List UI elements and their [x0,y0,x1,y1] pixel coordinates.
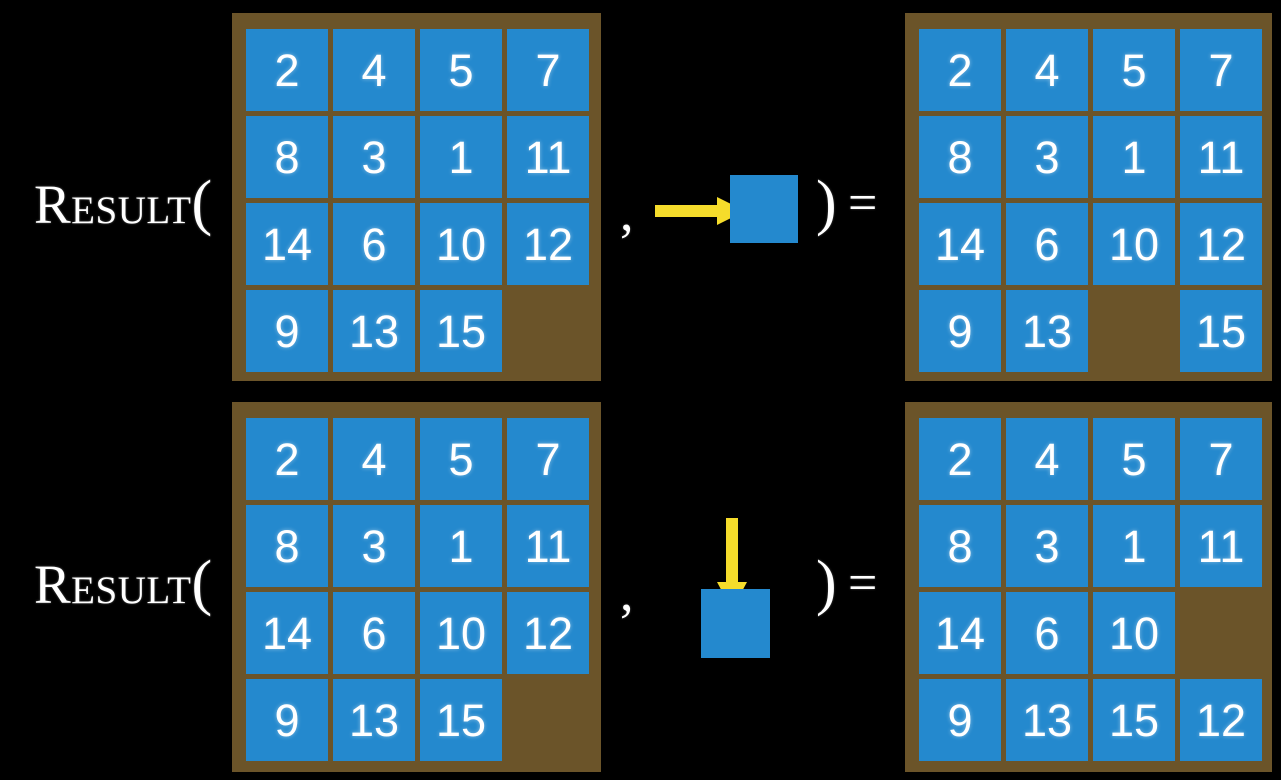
tile[interactable]: 13 [333,679,415,761]
equation-move-down: Result( 2 4 5 7 8 3 1 11 14 6 10 12 9 13… [0,390,1281,780]
tile[interactable]: 12 [1180,203,1262,285]
tile[interactable]: 3 [333,505,415,587]
tile[interactable]: 14 [246,592,328,674]
action-move-right [650,170,805,250]
arrow-right-icon [655,197,745,225]
tile[interactable]: 4 [333,29,415,111]
tile[interactable]: 1 [1093,505,1175,587]
tile[interactable]: 8 [246,505,328,587]
comma-separator-1: , [620,182,634,242]
tile[interactable]: 1 [420,116,502,198]
tile[interactable]: 9 [246,679,328,761]
tile[interactable]: 4 [333,418,415,500]
tile[interactable]: 10 [1093,592,1175,674]
tile[interactable]: 7 [1180,418,1262,500]
tile[interactable]: 1 [420,505,502,587]
tile[interactable]: 13 [1006,290,1088,372]
tile[interactable]: 15 [420,290,502,372]
tile[interactable]: 9 [246,290,328,372]
tile[interactable]: 14 [919,592,1001,674]
tile[interactable]: 4 [1006,29,1088,111]
comma-separator-2: , [620,562,634,622]
output-grid-1-cells: 2 4 5 7 8 3 1 11 14 6 10 12 9 13 15 [919,29,1262,372]
result-text-1: Result [34,174,192,235]
tile[interactable]: 9 [919,679,1001,761]
blank-tile-indicator[interactable] [701,589,770,658]
tile[interactable]: 12 [1180,679,1262,761]
left-paren-1: ( [191,169,213,237]
tile[interactable]: 5 [1093,29,1175,111]
input-grid-1: 2 4 5 7 8 3 1 11 14 6 10 12 9 13 15 [232,13,601,381]
tile[interactable]: 11 [507,505,589,587]
tile[interactable]: 5 [420,29,502,111]
input-grid-2-cells: 2 4 5 7 8 3 1 11 14 6 10 12 9 13 15 [246,418,589,761]
tile[interactable]: 6 [1006,592,1088,674]
tile[interactable]: 6 [333,203,415,285]
tile[interactable]: 4 [1006,418,1088,500]
tile[interactable]: 3 [333,116,415,198]
tile[interactable]: 13 [333,290,415,372]
blank-cell[interactable] [1180,592,1262,674]
input-grid-2: 2 4 5 7 8 3 1 11 14 6 10 12 9 13 15 [232,402,601,772]
output-grid-2: 2 4 5 7 8 3 1 11 14 6 10 9 13 15 12 [905,402,1272,772]
tile[interactable]: 8 [919,116,1001,198]
tile[interactable]: 13 [1006,679,1088,761]
left-paren-2: ( [191,549,213,617]
blank-cell[interactable] [507,679,589,761]
tile[interactable]: 5 [1093,418,1175,500]
result-text-2: Result [34,554,192,615]
equation-move-right: Result( 2 4 5 7 8 3 1 11 14 6 10 12 9 13… [34,13,1272,381]
tile[interactable]: 8 [919,505,1001,587]
blank-cell[interactable] [507,290,589,372]
tile[interactable]: 2 [246,29,328,111]
tile[interactable]: 3 [1006,116,1088,198]
tile[interactable]: 14 [246,203,328,285]
tile[interactable]: 10 [420,203,502,285]
tile[interactable]: 6 [333,592,415,674]
right-paren-2: ) [816,549,837,617]
tile[interactable]: 7 [1180,29,1262,111]
equals-sign-1: = [848,175,878,232]
tile[interactable]: 2 [919,418,1001,500]
tile[interactable]: 12 [507,592,589,674]
tile[interactable]: 1 [1093,116,1175,198]
equals-sign-2: = [848,555,878,612]
tile[interactable]: 7 [507,29,589,111]
right-paren-1: ) [816,169,837,237]
blank-tile-indicator[interactable] [730,175,798,243]
tile[interactable]: 10 [1093,203,1175,285]
tile[interactable]: 15 [1093,679,1175,761]
tile[interactable]: 5 [420,418,502,500]
output-grid-1: 2 4 5 7 8 3 1 11 14 6 10 12 9 13 15 [905,13,1272,381]
tile[interactable]: 15 [1180,290,1262,372]
tile[interactable]: 2 [919,29,1001,111]
result-label-2: Result( [34,552,213,615]
tile[interactable]: 7 [507,418,589,500]
tile[interactable]: 14 [919,203,1001,285]
input-grid-1-cells: 2 4 5 7 8 3 1 11 14 6 10 12 9 13 15 [246,29,589,372]
output-grid-2-cells: 2 4 5 7 8 3 1 11 14 6 10 9 13 15 12 [919,418,1262,761]
tile[interactable]: 8 [246,116,328,198]
tile[interactable]: 6 [1006,203,1088,285]
result-label-1: Result( [34,172,213,235]
arrow-down-icon [717,518,747,610]
tile[interactable]: 11 [507,116,589,198]
tile[interactable]: 10 [420,592,502,674]
action-move-down [695,510,785,660]
tile[interactable]: 2 [246,418,328,500]
tile[interactable]: 9 [919,290,1001,372]
tile[interactable]: 11 [1180,505,1262,587]
tile[interactable]: 3 [1006,505,1088,587]
tile[interactable]: 15 [420,679,502,761]
blank-cell[interactable] [1093,290,1175,372]
tile[interactable]: 12 [507,203,589,285]
tile[interactable]: 11 [1180,116,1262,198]
